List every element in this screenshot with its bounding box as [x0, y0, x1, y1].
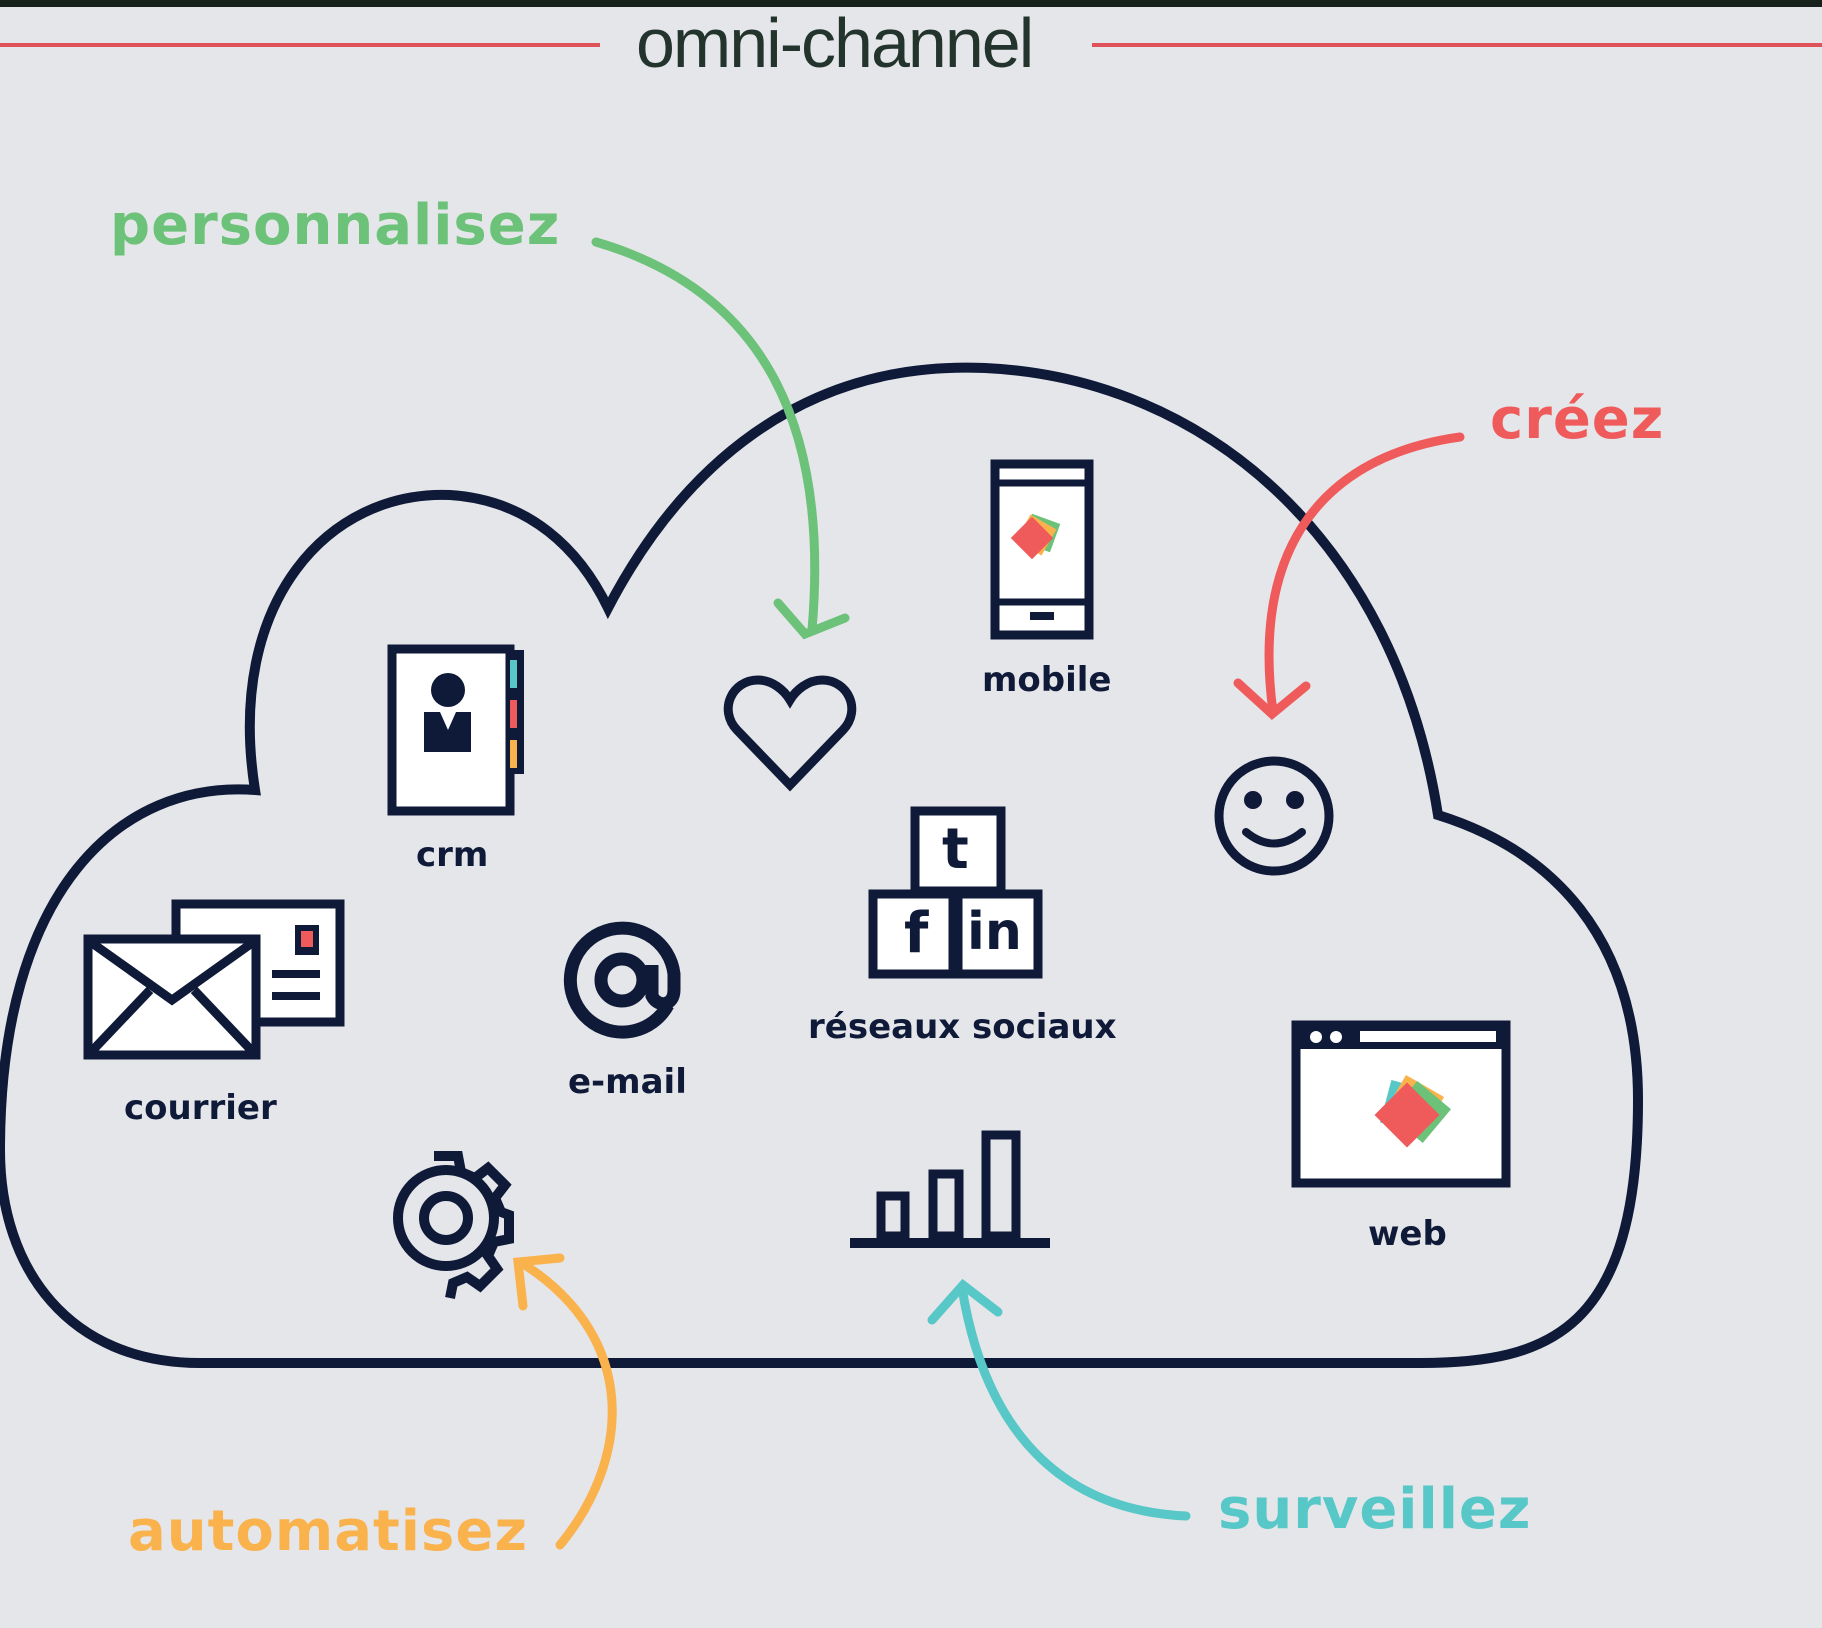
personnalisez-arrow	[591, 237, 850, 640]
label-automatisez: automatisez	[128, 1499, 528, 1564]
label-reseaux-sociaux: réseaux sociaux	[808, 1007, 1117, 1047]
creez-arrow	[1233, 432, 1465, 720]
social-letter-f: f	[904, 901, 929, 966]
label-email: e-mail	[568, 1062, 687, 1102]
contact-card-icon	[387, 644, 524, 816]
surveillez-arrow	[927, 1278, 1191, 1521]
mail-icon	[83, 899, 345, 1060]
automatisez-arrow	[513, 1253, 617, 1550]
top-bar	[0, 0, 1822, 7]
label-crm: crm	[416, 835, 489, 875]
label-personnalisez: personnalisez	[110, 193, 561, 258]
label-surveillez: surveillez	[1218, 1477, 1532, 1542]
page-title: omni-channel	[636, 4, 1034, 82]
heart-icon	[723, 675, 857, 792]
cloud-outline	[0, 362, 1644, 1368]
label-creez: créez	[1490, 387, 1665, 452]
smiley-icon	[1214, 756, 1334, 876]
social-letter-in: in	[967, 902, 1022, 962]
social-blocks-icon	[868, 806, 1043, 979]
label-web: web	[1368, 1214, 1447, 1254]
smartphone-icon	[990, 459, 1094, 640]
label-courrier: courrier	[124, 1088, 277, 1128]
social-letter-t: t	[942, 817, 969, 882]
at-sign-icon	[563, 921, 681, 1039]
gear-icon	[393, 1151, 514, 1299]
browser-window-icon	[1291, 1020, 1511, 1188]
bar-chart-icon	[850, 1130, 1050, 1248]
label-mobile: mobile	[982, 660, 1112, 700]
